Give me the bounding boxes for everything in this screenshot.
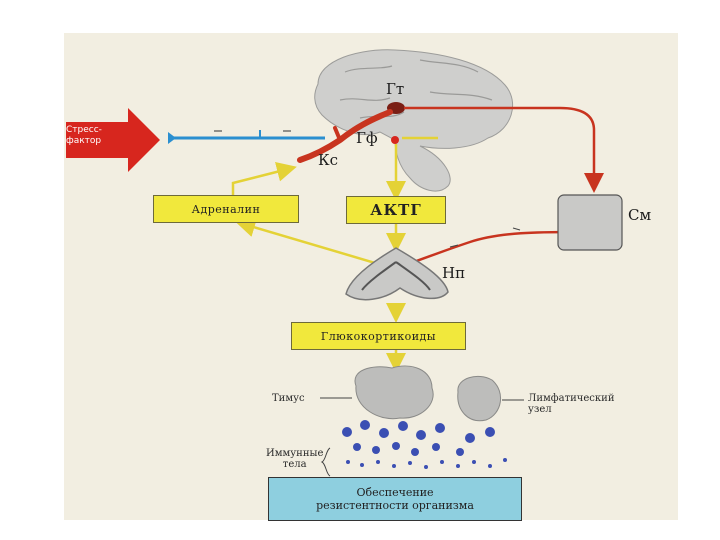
glucocorticoids-box: Глюкокортикоиды: [291, 322, 466, 350]
sm-to-np-nerve: [396, 230, 578, 270]
thymus-label: Тимус: [272, 393, 305, 404]
sm-node: [557, 194, 623, 251]
np-to-adrenalin-arrow: [235, 217, 393, 270]
aktg-label: АКТГ: [370, 201, 422, 219]
np-label: Нп: [442, 264, 466, 282]
lymph-node-label: Лимфатический узел: [528, 393, 615, 415]
brain-illustration: [314, 49, 514, 192]
adrenalin-to-ks-arrow: [231, 162, 297, 195]
gt-label: Гт: [386, 80, 405, 98]
thymus-illustration: [354, 365, 434, 420]
lymph-node-illustration: [457, 376, 501, 422]
gf-label: Гф: [356, 129, 378, 147]
adrenal-gland-illustration: [345, 247, 449, 301]
adrenalin-label: Адреналин: [191, 202, 261, 216]
hypophysis-node: [391, 136, 399, 144]
stress-factor-label: Стресс- фактор: [66, 125, 102, 146]
aktg-box: АКТГ: [346, 196, 446, 224]
immune-bodies-label: Иммунные тела: [266, 448, 324, 470]
hypothalamus-to-sm-arrow: [404, 106, 604, 193]
resistance-line-2: резистентности организма: [316, 499, 474, 512]
resistance-line-1: Обеспечение: [356, 486, 434, 499]
immune-cells: [342, 420, 507, 469]
adrenalin-box: Адреналин: [153, 195, 299, 223]
resistance-box: Обеспечение резистентности организма: [268, 477, 522, 521]
glucocorticoids-label: Глюкокортикоиды: [320, 329, 437, 343]
stress-arrow: [66, 108, 160, 172]
ks-label: Кс: [318, 151, 339, 169]
sm-label: См: [628, 206, 652, 224]
